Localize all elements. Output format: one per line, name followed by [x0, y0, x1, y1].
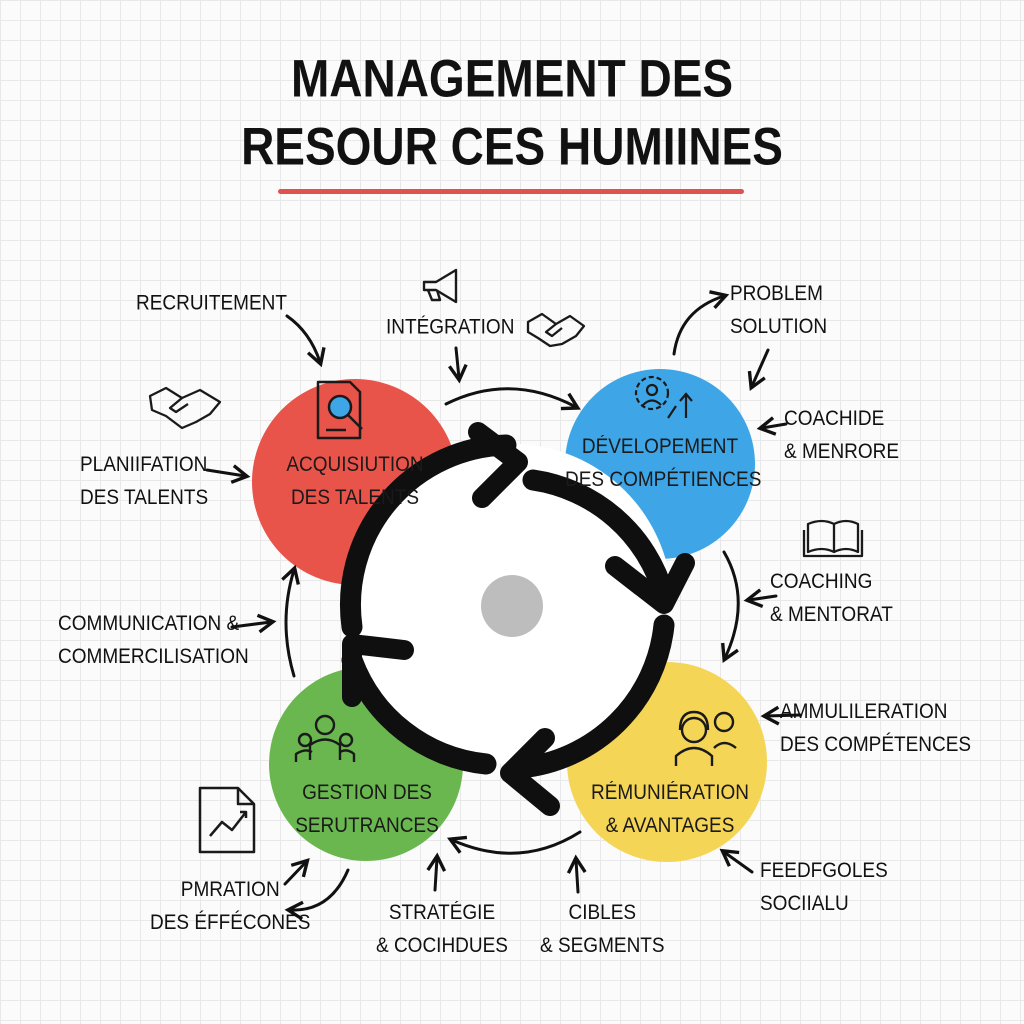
label-strategie: STRATÉGIE & COCIHDUES	[376, 897, 508, 963]
label-coaching-line1: COACHING	[770, 570, 873, 594]
label-communication-line1: COMMUNICATION &	[58, 612, 240, 636]
label-feedback: FEEDFGOLES SOCIIALU	[760, 855, 888, 921]
label-planification-line1: PLANIIFATION	[80, 453, 208, 477]
arrow-rem-to-gestion	[446, 830, 582, 855]
node-gestion-line2: SERUTRANCES	[295, 814, 439, 838]
node-developpement-line1: DÉVELOPEMENT	[581, 435, 739, 459]
arrow-solution	[747, 348, 770, 392]
handshake-icon	[148, 386, 222, 430]
label-pmration: PMRATION DES ÉFFÉCONES	[150, 874, 310, 940]
cycle-arrows	[339, 434, 675, 779]
megaphone-icon	[422, 268, 458, 304]
cycle-arrowhead-top	[468, 422, 528, 508]
label-communication-line2: COMMERCILISATION	[58, 645, 249, 669]
label-coaching-line2: & MENTORAT	[770, 603, 893, 627]
arrow-problem	[672, 290, 730, 356]
arrow-recrutement	[285, 314, 326, 368]
label-amelioration-line1: AMMULILERATION	[780, 700, 948, 724]
connector-arrows	[205, 290, 802, 921]
label-planification-line2: DES TALENTS	[80, 486, 209, 510]
page-title-line1: MANAGEMENT DES	[290, 48, 734, 108]
label-integration: INTÉGRATION	[386, 315, 515, 339]
arrow-gestion-down	[284, 868, 350, 921]
arrow-coaching	[743, 588, 778, 609]
label-feedback-line2: SOCIIALU	[760, 892, 849, 916]
label-amelioration-line2: DES COMPÉTENCES	[780, 733, 972, 757]
arrow-integration	[448, 346, 468, 384]
cycle-arrow-right	[522, 469, 675, 606]
label-problem: PROBLEM SOLUTION	[730, 278, 827, 344]
label-strategie-line2: & COCIHDUES	[376, 934, 508, 958]
cycle-arrow-top	[339, 434, 517, 638]
cycle-arrowhead-right	[605, 553, 695, 614]
node-gestion-label: GESTION DES SERUTRANCES	[272, 777, 462, 843]
label-cibles-line2: & SEGMENTS	[540, 934, 665, 958]
document-search-icon	[316, 380, 363, 440]
node-remuneration-line1: RÉMUNIÉRATION	[591, 781, 749, 805]
node-developpement-label: DÉVELOPEMENT DES COMPÉTIENCES	[565, 431, 762, 497]
label-pmration-line2: DES ÉFFÉCONES	[150, 911, 311, 935]
arrow-feed	[719, 848, 754, 874]
arrow-left-up	[281, 564, 300, 678]
chart-document-icon	[198, 786, 256, 854]
label-communication: COMMUNICATION & COMMERCILISATION	[58, 608, 249, 674]
node-gestion-line1: GESTION DES	[302, 781, 432, 805]
label-amelioration: AMMULILERATION DES COMPÉTENCES	[780, 696, 971, 762]
label-coachide: COACHIDE & MENRORE	[784, 403, 899, 469]
arrow-strat	[426, 852, 447, 892]
center-dot	[481, 575, 543, 637]
gear-person-growth-icon	[634, 375, 693, 419]
node-remuneration-label: RÉMUNIÉRATION & AVANTAGES	[580, 777, 760, 843]
arrow-amel	[760, 705, 802, 726]
arrow-pmr-up	[283, 858, 310, 886]
label-coaching: COACHING & MENTORAT	[770, 566, 893, 632]
title-underline	[278, 189, 744, 194]
label-planification: PLANIIFATION DES TALENTS	[80, 449, 208, 515]
label-feedback-line1: FEEDFGOLES	[760, 859, 888, 883]
page-title-line2: RESOUR CES HUMIINES	[241, 116, 783, 176]
cycle-arrowhead-left	[342, 634, 414, 707]
cycle-arrow-bottom	[509, 614, 675, 779]
node-acquisition-line2: DES TALENTS	[290, 486, 420, 510]
node-acquisition-label: ACQUISIUTION DES TALENTS	[255, 449, 455, 515]
label-cibles: CIBLES & SEGMENTS	[540, 897, 665, 963]
arrow-coachide	[756, 416, 788, 436]
people-headset-icon	[674, 710, 737, 766]
arrow-comm	[230, 613, 277, 634]
handshake-icon-2	[526, 312, 586, 348]
open-book-icon	[802, 519, 864, 558]
cycle-arrowhead-bottom	[500, 728, 560, 816]
node-remuneration-line2: & AVANTAGES	[605, 814, 735, 838]
label-coachide-line1: COACHIDE	[784, 407, 885, 431]
label-strategie-line1: STRATÉGIE	[388, 901, 496, 925]
arrow-dev-to-rem	[721, 550, 740, 663]
label-pmration-line1: PMRATION	[180, 878, 280, 902]
team-icon	[294, 714, 356, 762]
arrow-planif	[205, 464, 251, 484]
cycle-arrowheads	[342, 422, 695, 816]
arrow-integration-flow	[444, 387, 581, 411]
label-recrutement: RECRUITEMENT	[136, 291, 287, 315]
arrow-cibles	[566, 854, 587, 894]
node-developpement-line2: DES COMPÉTIENCES	[565, 468, 762, 492]
label-problem-line1: PROBLEM	[730, 282, 823, 306]
label-cibles-line1: CIBLES	[568, 901, 637, 925]
label-problem-line2: SOLUTION	[730, 315, 828, 339]
label-coachide-line2: & MENRORE	[784, 440, 900, 464]
node-acquisition-line1: ACQUISIUTION	[286, 453, 424, 477]
